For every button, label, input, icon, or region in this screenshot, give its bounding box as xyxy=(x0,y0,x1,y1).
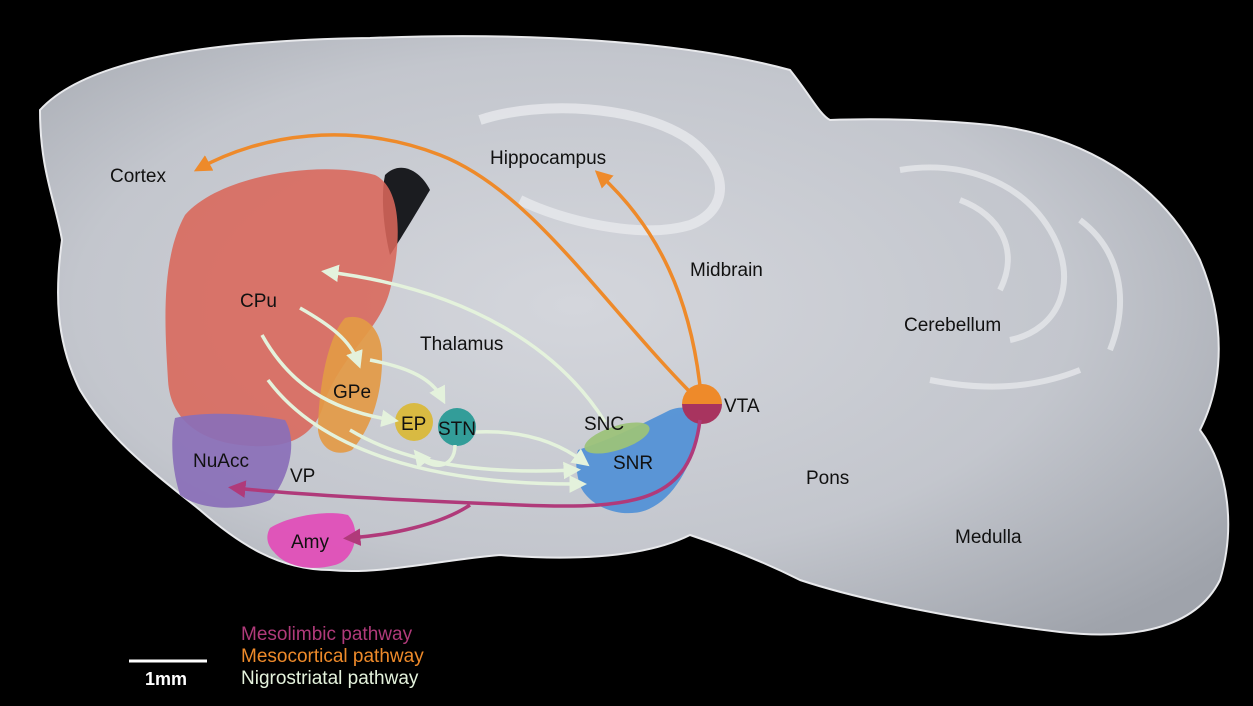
label-cerebellum: Cerebellum xyxy=(904,315,1001,336)
legend-mesolimbic: Mesolimbic pathway xyxy=(241,624,413,645)
label-snr: SNR xyxy=(613,453,653,474)
label-amy: Amy xyxy=(291,532,330,553)
label-cpu: CPu xyxy=(240,291,277,312)
label-medulla: Medulla xyxy=(955,527,1022,548)
label-cortex: Cortex xyxy=(110,166,166,187)
label-snc: SNC xyxy=(584,414,624,435)
legend-mesocortical: Mesocortical pathway xyxy=(241,646,424,667)
legend-nigrostriatal: Nigrostriatal pathway xyxy=(241,668,419,689)
label-ep: EP xyxy=(401,414,426,435)
label-nuacc: NuAcc xyxy=(193,451,249,472)
label-pons: Pons xyxy=(806,468,849,489)
label-gpe: GPe xyxy=(333,382,371,403)
label-vp: VP xyxy=(290,466,315,487)
label-stn: STN xyxy=(438,419,476,440)
label-thalamus: Thalamus xyxy=(420,334,503,355)
legend: Mesolimbic pathway Mesocortical pathway … xyxy=(241,624,424,689)
scale-bar-label: 1mm xyxy=(145,669,187,689)
label-hippocampus: Hippocampus xyxy=(490,148,606,169)
label-vta: VTA xyxy=(724,396,760,417)
label-midbrain: Midbrain xyxy=(690,260,763,281)
